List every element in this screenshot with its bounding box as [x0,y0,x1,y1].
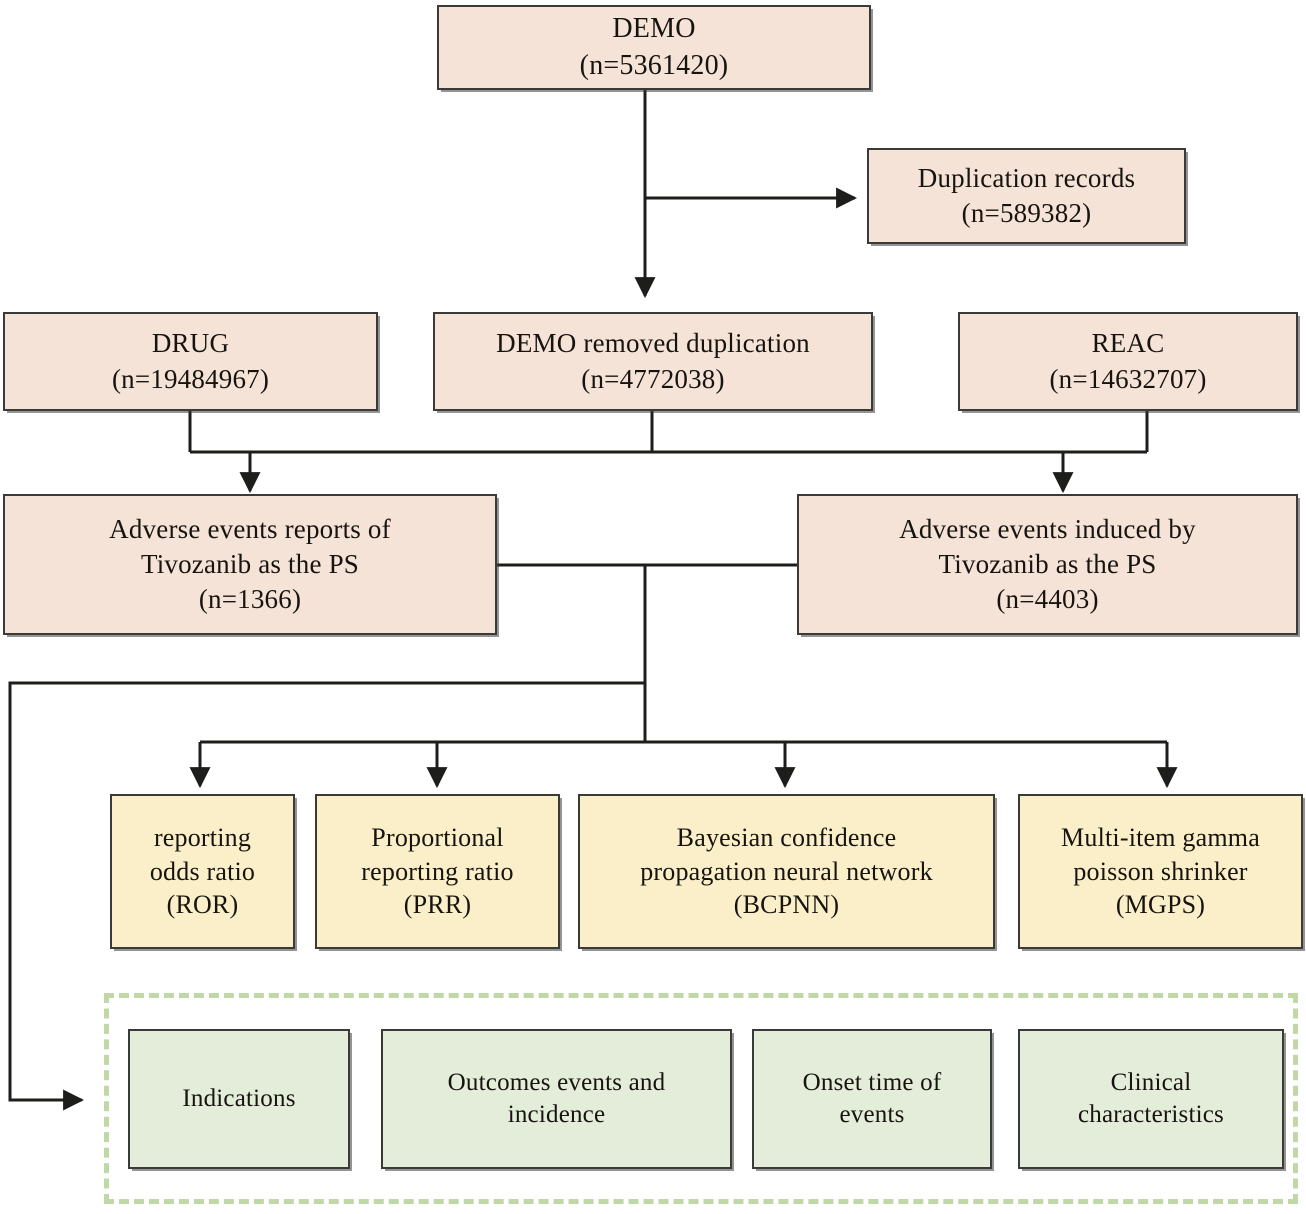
node-demo[interactable]: DEMO (n=5361420) [437,5,871,90]
node-demo-count: (n=5361420) [579,49,729,81]
node-onset-time-of-events[interactable]: Onset time of events [752,1029,992,1169]
node-drug-label: DRUG [151,328,230,359]
node-bcpnn[interactable]: Bayesian confidence propagation neural n… [578,794,995,949]
node-ae-induced-count: (n=4403) [996,584,1099,615]
node-drug-count: (n=19484967) [111,363,270,394]
node-ae-induced-line1: Adverse events induced by [899,513,1196,544]
node-indications[interactable]: Indications [128,1029,350,1169]
node-prr-line2: reporting ratio [361,856,514,886]
node-duplication-count: (n=589382) [961,198,1092,228]
node-mgps[interactable]: Multi-item gamma poisson shrinker (MGPS) [1018,794,1303,949]
node-onset-line1: Onset time of [802,1068,942,1096]
node-bcpnn-line1: Bayesian confidence [676,822,897,852]
node-ae-reports-line2: Tivozanib as the PS [140,548,360,579]
node-ae-induced-line2: Tivozanib as the PS [938,548,1157,579]
node-drug[interactable]: DRUG (n=19484967) [3,312,378,411]
node-ror-line2: odds ratio [149,856,256,886]
node-bcpnn-abbrev: (BCPNN) [733,890,840,920]
node-reac[interactable]: REAC (n=14632707) [958,312,1298,411]
node-indications-line1: Indications [182,1084,296,1112]
node-outcomes-line2: incidence [507,1101,606,1128]
node-mgps-line2: poisson shrinker [1073,856,1248,886]
node-prr-abbrev: (PRR) [403,890,472,920]
node-ror-abbrev: (ROR) [166,890,239,920]
node-adverse-events-reports[interactable]: Adverse events reports of Tivozanib as t… [3,494,497,635]
node-mgps-line1: Multi-item gamma [1061,822,1260,852]
node-clinical-characteristics[interactable]: Clinical characteristics [1018,1029,1284,1169]
node-ror[interactable]: reporting odds ratio (ROR) [110,794,295,949]
node-reac-label: REAC [1091,328,1165,359]
node-bcpnn-line2: propagation neural network [640,856,933,886]
node-clinical-line1: Clinical [1110,1068,1192,1096]
analysis-group-container [104,993,1298,1204]
node-mgps-abbrev: (MGPS) [1115,890,1206,920]
node-duplication-label: Duplication records [917,162,1136,193]
node-demo-removed-label: DEMO removed duplication [496,328,810,359]
node-outcomes-line1: Outcomes events and [447,1068,666,1096]
node-ror-line1: reporting [153,822,252,852]
node-clinical-line2: characteristics [1078,1101,1224,1128]
node-adverse-events-induced[interactable]: Adverse events induced by Tivozanib as t… [797,494,1298,635]
node-ae-reports-line1: Adverse events reports of [109,513,391,544]
node-demo-removed-count: (n=4772038) [581,363,725,394]
node-reac-count: (n=14632707) [1049,363,1207,394]
node-demo-removed-duplication[interactable]: DEMO removed duplication (n=4772038) [433,312,873,411]
node-duplication-records[interactable]: Duplication records (n=589382) [867,148,1186,244]
node-onset-line2: events [839,1101,905,1128]
node-ae-reports-count: (n=1366) [198,584,302,615]
node-outcomes-events-incidence[interactable]: Outcomes events and incidence [381,1029,732,1169]
node-prr[interactable]: Proportional reporting ratio (PRR) [315,794,560,949]
node-prr-line1: Proportional [371,822,504,852]
node-demo-label: DEMO [612,13,696,45]
